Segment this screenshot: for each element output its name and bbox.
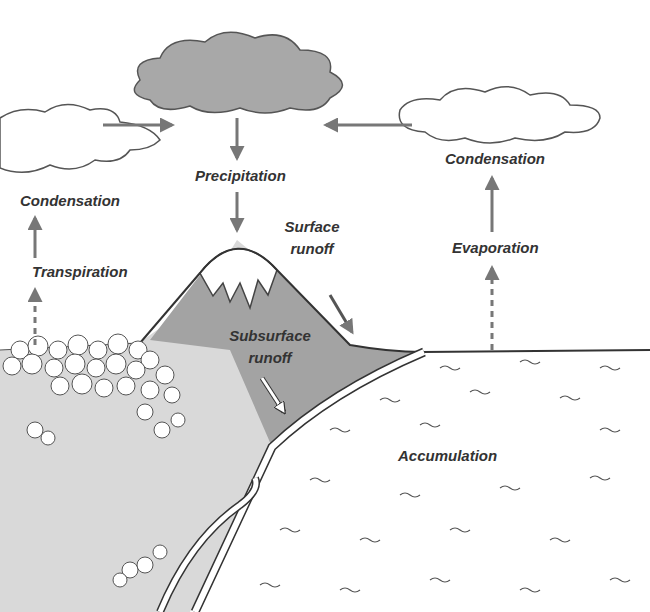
label: Subsurface runoff <box>215 325 325 369</box>
label: Condensation <box>20 190 120 212</box>
shoreline <box>195 352 424 612</box>
cloud <box>399 87 600 143</box>
cloud <box>0 104 160 172</box>
snow-cap <box>200 249 277 308</box>
label: Accumulation <box>398 445 497 467</box>
trees <box>3 334 185 587</box>
label: Precipitation <box>195 165 286 187</box>
river-inner <box>160 478 256 612</box>
mountain-outline <box>140 249 650 352</box>
land <box>0 240 422 612</box>
label: Transpiration <box>32 261 128 283</box>
shoreline-inner <box>195 352 424 612</box>
rain-cloud <box>134 32 342 113</box>
label: Evaporation <box>452 237 539 259</box>
river <box>160 478 256 612</box>
subsurface-arrow-edge <box>262 378 284 412</box>
subsurface-arrow <box>262 378 284 412</box>
flow-arrows <box>35 118 492 350</box>
label: Surface runoff <box>272 216 352 260</box>
label: Condensation <box>445 148 545 170</box>
waves <box>260 360 630 592</box>
